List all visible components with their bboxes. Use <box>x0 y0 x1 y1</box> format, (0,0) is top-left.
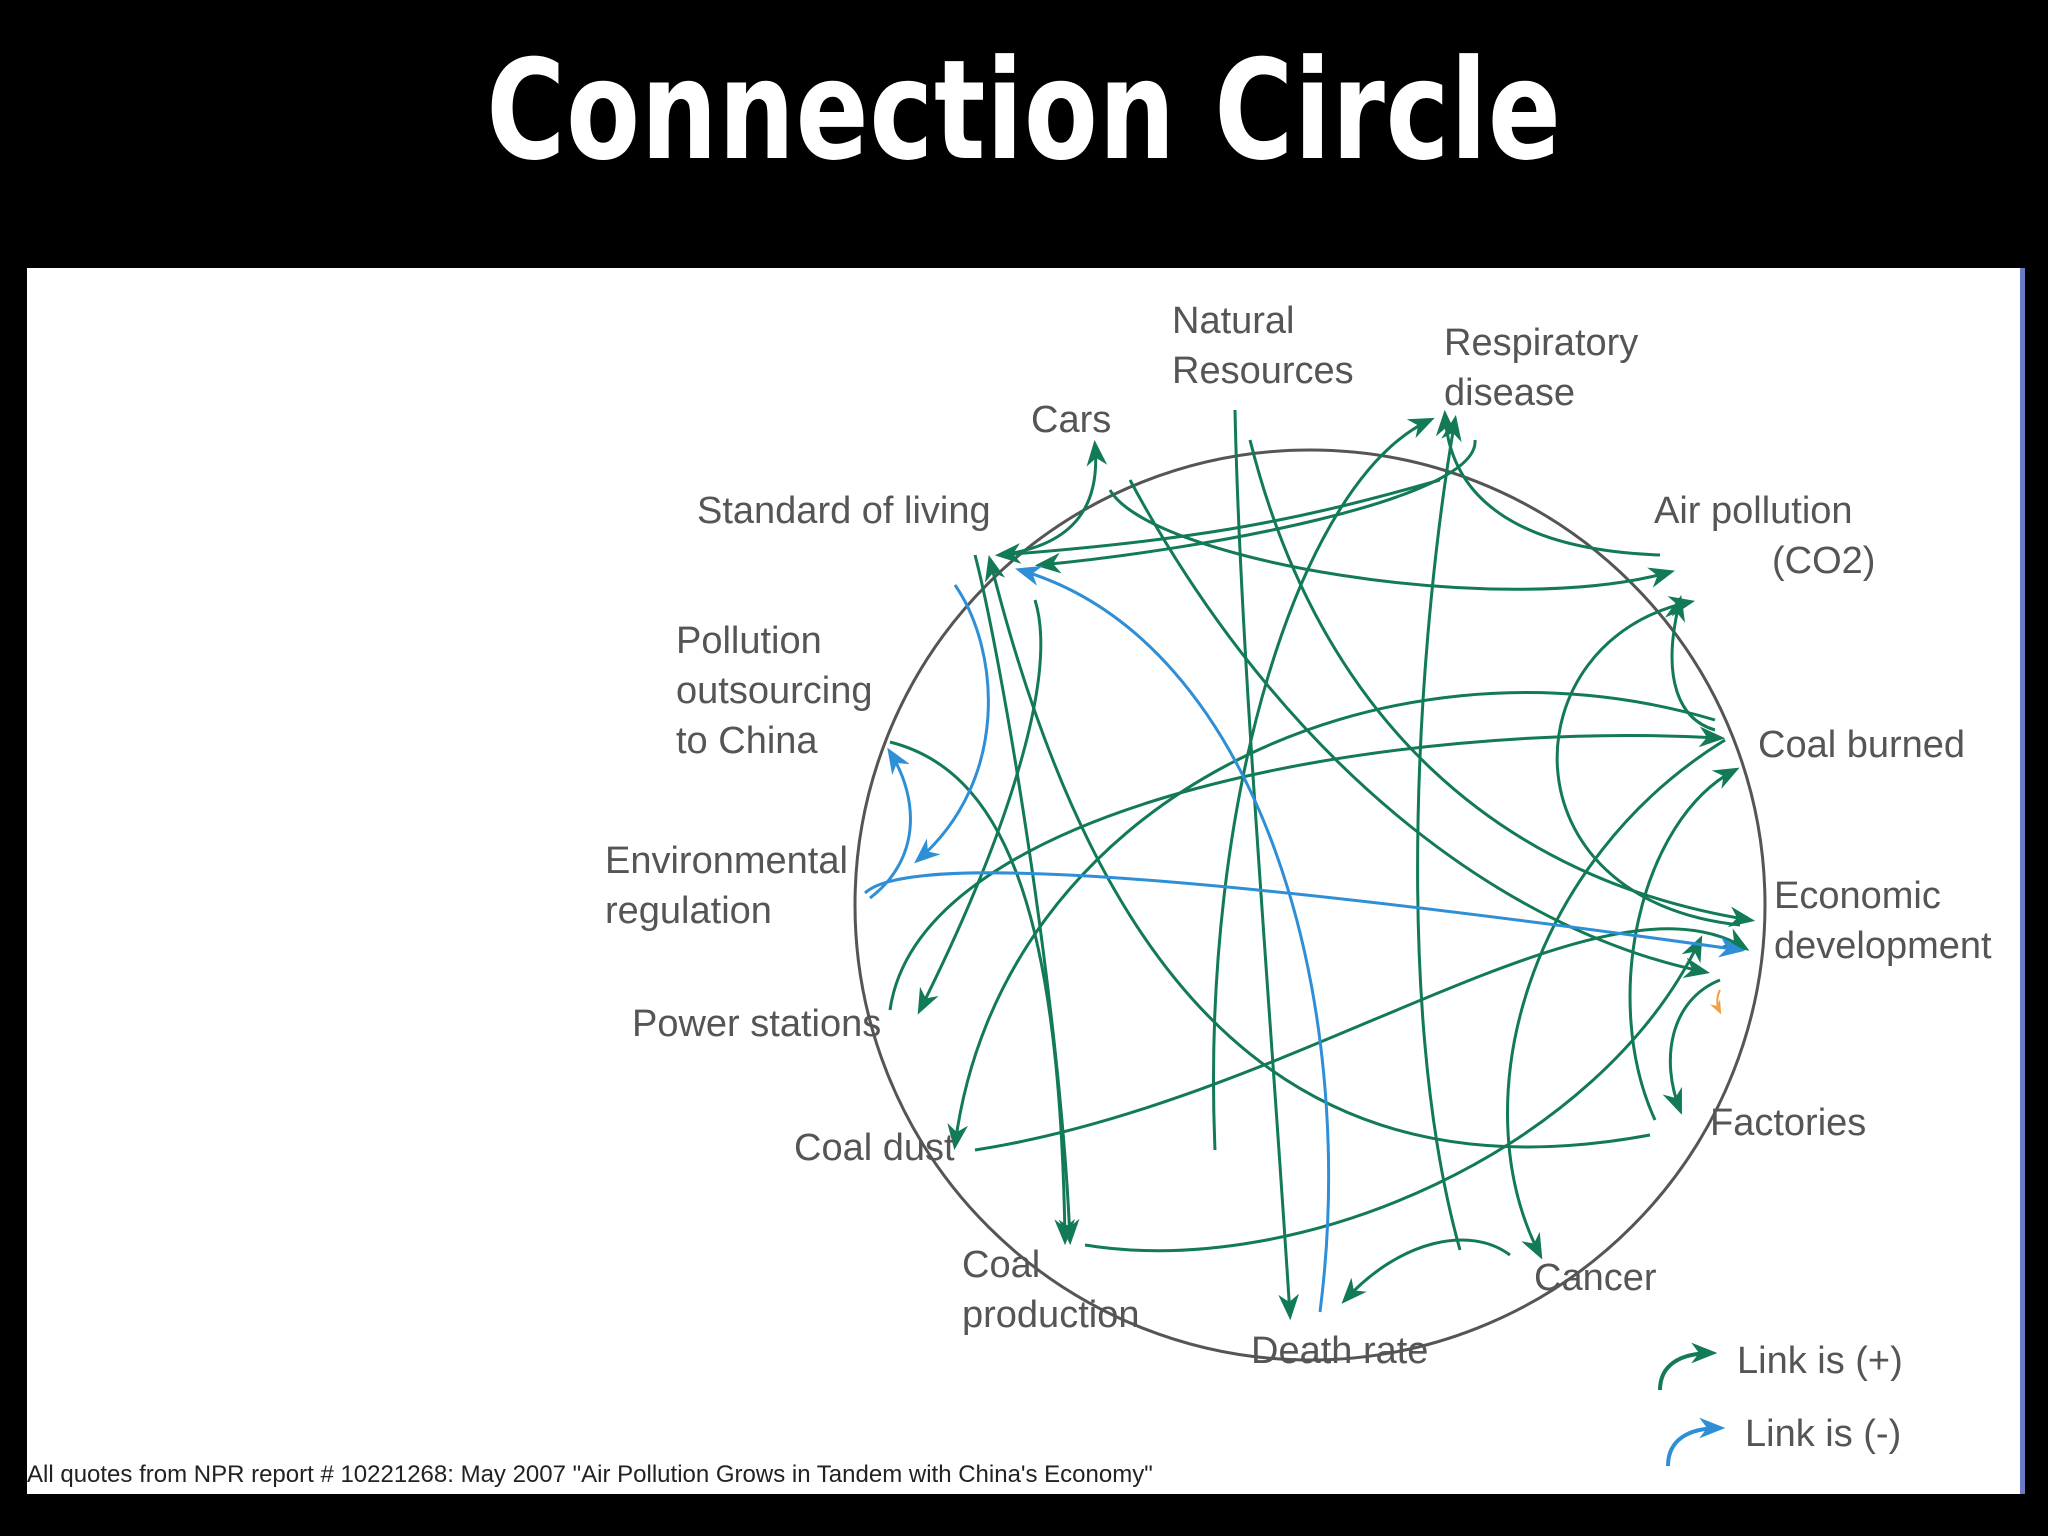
label-economic-development: Economic development <box>1774 875 1992 967</box>
negative-links <box>863 565 1746 1313</box>
link-standard-to-coal-production <box>973 554 1080 1246</box>
link-respiratory-to-cars <box>994 478 1441 564</box>
link-coal-dust-to-power-stations <box>974 927 1750 1152</box>
link-coal-dust-to-respiratory <box>1212 417 1435 1151</box>
slide-title: Connection Circle <box>486 30 1562 191</box>
link-cars-to-air-pollution <box>1108 489 1676 591</box>
source-footnote: All quotes from NPR report # 10221268: M… <box>27 1461 1153 1488</box>
legend-negative-arrow-icon <box>1666 1417 1726 1467</box>
link-power-stations-to-coal-burned <box>888 726 1726 1011</box>
link-standard-to-power-stations <box>917 599 1043 1015</box>
link-coal-burned-to-coal-dust <box>947 691 1716 1151</box>
link-economic-to-factories <box>1662 978 1721 1115</box>
label-cancer: Cancer <box>1534 1257 1657 1299</box>
link-economic-development-to-air-pollution <box>1555 596 1741 927</box>
legend-positive-arrow-icon <box>1658 1342 1718 1391</box>
label-respiratory-disease: Respiratory disease <box>1444 322 1649 414</box>
legend-positive-label: Link is (+) <box>1737 1340 1903 1382</box>
diagram-panel <box>27 268 2020 1494</box>
link-natural-resources-to-economic-development <box>1248 439 1756 927</box>
legend: Link is (+) Link is (-) <box>1658 1340 1903 1467</box>
label-coal-burned: Coal burned <box>1758 724 1965 766</box>
link-factories-to-economic-development <box>984 554 1651 1149</box>
link-coal-production-to-economic-development <box>1084 935 1703 1253</box>
label-factories: Factories <box>1710 1102 1866 1144</box>
link-natural-resources-to-death-rate <box>1233 409 1300 1321</box>
link-death-rate-to-standard-of-living <box>1015 565 1330 1313</box>
link-cancer-to-respiratory <box>1416 414 1462 1251</box>
link-standard-to-environmental-regulation <box>914 584 990 864</box>
label-power-stations: Power stations <box>632 1003 881 1045</box>
link-standard-to-cars <box>999 439 1108 557</box>
label-natural-resources: Natural Resources <box>1172 300 1354 392</box>
label-cars: Cars <box>1031 399 1111 441</box>
connection-circle <box>853 448 1767 1362</box>
label-standard-of-living: Standard of living <box>697 490 991 532</box>
label-coal-dust: Coal dust <box>794 1127 955 1169</box>
link-environmental-to-pollution-outsourcing <box>869 747 912 900</box>
orange-link-mark <box>1709 989 1722 1015</box>
link-cancer-to-death-rate <box>1341 1238 1511 1304</box>
label-air-pollution: Air pollution (CO2) <box>1654 490 1875 582</box>
label-pollution-outsourcing: Pollution outsourcing to China <box>676 620 883 762</box>
label-coal-production: Coal production <box>962 1244 1139 1336</box>
positive-links <box>888 409 1756 1321</box>
legend-negative-label: Link is (-) <box>1745 1413 1901 1455</box>
label-environmental-regulation: Environmental regulation <box>605 840 858 932</box>
link-cars-to-economic-development <box>1128 479 1711 979</box>
link-coal-burned-to-cancer <box>1506 738 1726 1260</box>
link-respiratory-to-standard-of-living <box>1034 439 1477 574</box>
link-factories-to-coal-burned <box>1628 767 1740 1121</box>
label-death-rate: Death rate <box>1251 1330 1428 1372</box>
link-coal-burned-to-air-pollution <box>1664 594 1716 732</box>
link-air-pollution-to-respiratory <box>1435 409 1661 557</box>
link-environmental-to-economic-development <box>863 871 1746 958</box>
panel-edge <box>2020 268 2025 1494</box>
